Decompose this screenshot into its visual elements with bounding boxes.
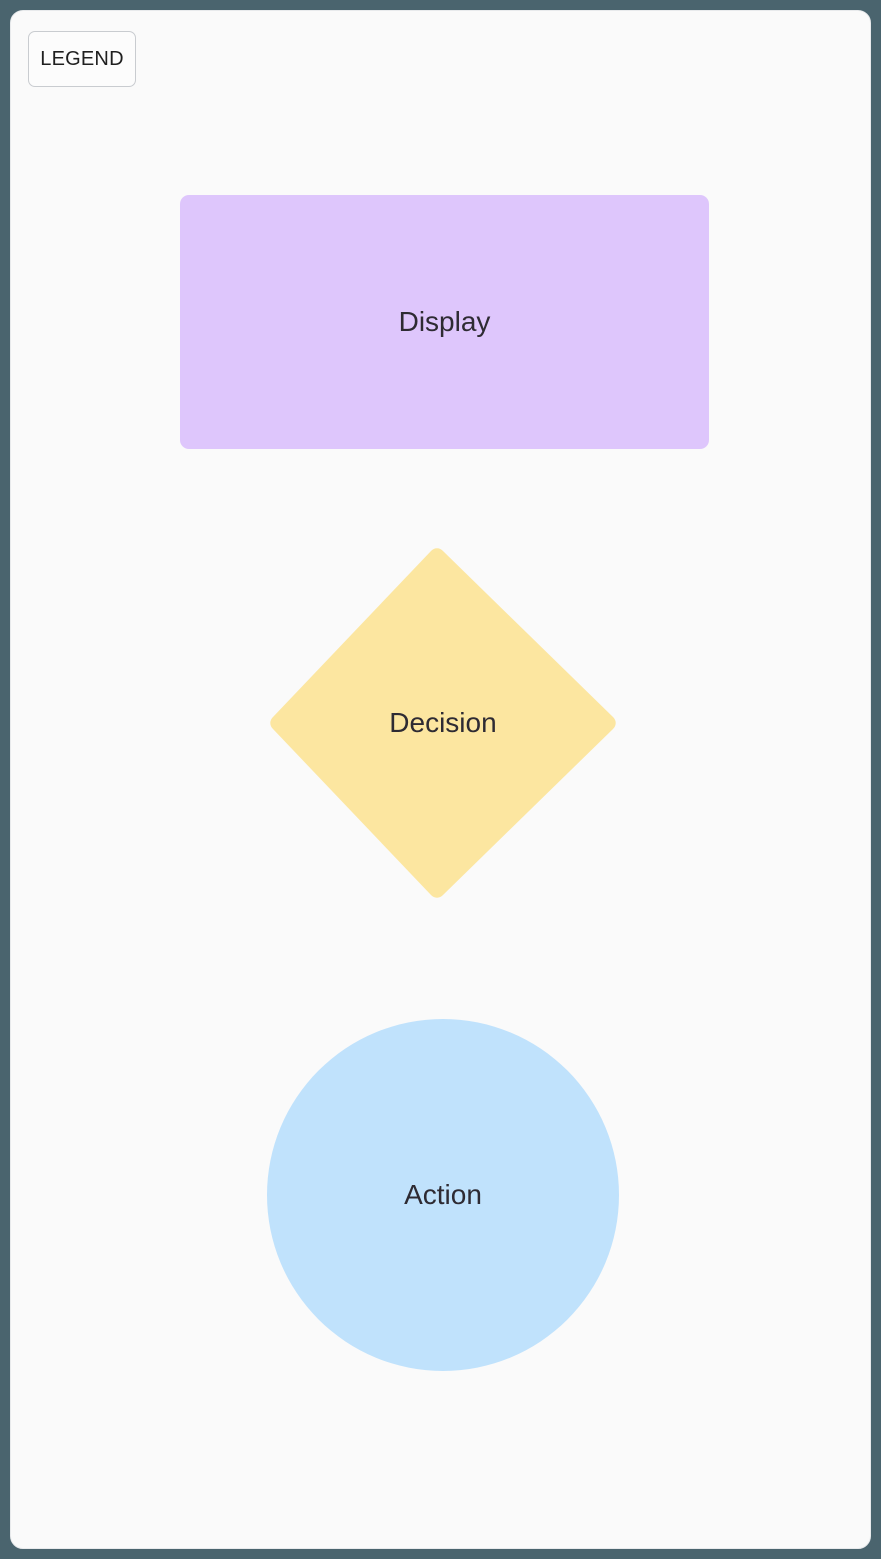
- legend-node-decision-label: Decision: [389, 707, 497, 738]
- legend-node-decision[interactable]: Decision: [267, 545, 619, 901]
- legend-node-action-label: Action: [404, 1179, 482, 1210]
- diagram-canvas[interactable]: LEGEND Display Decision Action: [10, 10, 871, 1549]
- legend-node-display[interactable]: Display: [180, 195, 709, 449]
- diamond-shape-icon: [270, 548, 616, 898]
- legend-node-display-label: Display: [398, 306, 491, 337]
- legend-badge[interactable]: LEGEND: [28, 31, 136, 87]
- legend-node-action[interactable]: Action: [267, 1019, 619, 1371]
- legend-badge-label: LEGEND: [40, 48, 124, 70]
